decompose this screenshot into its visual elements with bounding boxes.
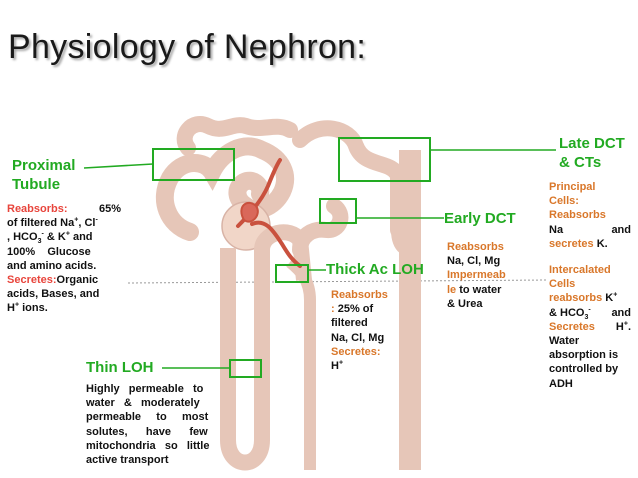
thick-loh-box (275, 264, 309, 283)
late-dct-box (338, 137, 431, 182)
efferent-arteriole (250, 220, 302, 268)
early-dct-description: Reabsorbs Na, Cl, Mg Impermeab le to wat… (447, 241, 506, 310)
early-dct-box (319, 198, 357, 224)
proximal-connector (83, 163, 154, 169)
thin-loh-label: Thin LOH (86, 359, 154, 376)
page-title: Physiology of Nephron: (8, 28, 367, 66)
descending-limb (220, 248, 270, 471)
vasa-recta (286, 257, 316, 470)
distal-tubule (292, 120, 406, 238)
thick-loh-description: Reabsorbs : 25% of filtered Na, Cl, Mg S… (331, 289, 388, 373)
proximal-tubule-label: Proximal Tubule (12, 157, 76, 193)
thick-loh-label: Thick Ac LOH (326, 261, 424, 278)
late-dct-label: Late DCT & CTs (559, 135, 625, 171)
thin-loh-description: Highly permeable to water & moderately p… (86, 383, 210, 467)
proximal-description: Reabsorbs: 65% of filtered Na+, Cl- , HC… (7, 203, 121, 315)
early-dct-label: Early DCT (444, 210, 516, 227)
